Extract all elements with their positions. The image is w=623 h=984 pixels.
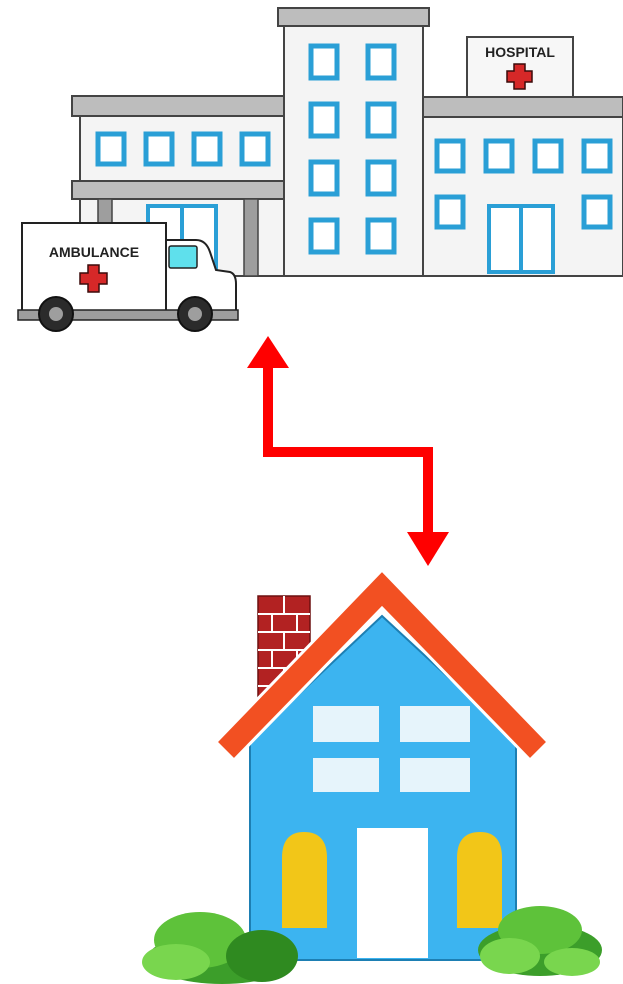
right-wing-roof [420, 97, 623, 117]
ambulance-label: AMBULANCE [49, 244, 139, 260]
porch-pillar [244, 199, 258, 276]
porch-roof [72, 181, 286, 199]
tower-roof [278, 8, 429, 26]
two-way-arrow[interactable] [247, 336, 449, 566]
ambulance-window [169, 246, 197, 268]
house-door[interactable] [357, 828, 428, 958]
hospital-sign: HOSPITAL [467, 37, 573, 97]
arrow-head-down [407, 532, 449, 566]
house-side-window-right [457, 832, 502, 928]
arrow-head-up [247, 336, 289, 368]
porch-pillar [98, 199, 112, 225]
tower-wall [284, 26, 423, 276]
house [142, 570, 602, 984]
hospital-sign-label: HOSPITAL [485, 44, 555, 60]
right-entrance-door [489, 206, 553, 272]
left-wing-roof [72, 96, 286, 116]
house-side-window-left [282, 832, 327, 928]
arrow-shaft [268, 362, 428, 534]
